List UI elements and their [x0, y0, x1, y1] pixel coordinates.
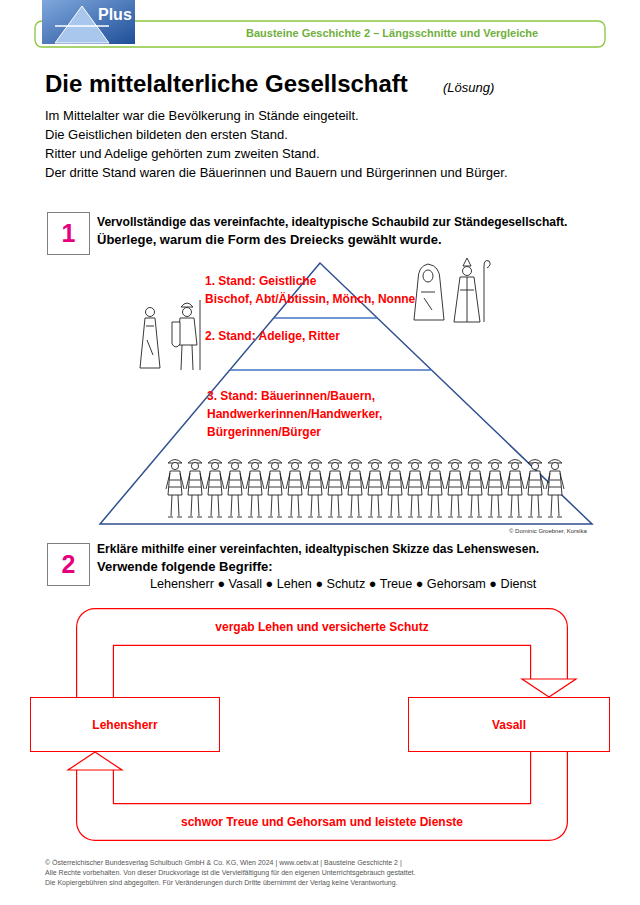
peasant-figure	[466, 460, 484, 518]
bishop-head	[463, 267, 472, 276]
peasant-figure	[346, 460, 364, 518]
task-number: 1	[62, 219, 76, 248]
header-text: Bausteine Geschichte 2 – Längsschnitte u…	[246, 27, 538, 40]
peasant-figure	[486, 460, 504, 518]
role-name: Vasall	[492, 718, 526, 732]
term-list: Lehensherr ● Vasall ● Lehen ● Schutz ● T…	[150, 576, 536, 592]
crozier	[484, 261, 490, 322]
knight-head	[183, 308, 192, 317]
arrow-outline	[95, 627, 549, 697]
footer-text: Alle Rechte vorbehalten. Von dieser Druc…	[45, 869, 415, 877]
nobility-figures	[140, 300, 200, 370]
arrow-outline	[95, 752, 549, 822]
bishop-figure	[454, 277, 480, 322]
role-box: Vasall	[408, 697, 610, 752]
task-text: Verwende folgende Begriffe:	[97, 559, 273, 575]
knight-shield	[172, 322, 180, 347]
estate-band: 1. Stand: GeistlicheBischof, Abt/Äbtissi…	[205, 272, 455, 312]
logo-text: Plus	[98, 5, 132, 24]
peasant-figure	[366, 460, 384, 518]
task-text: Vervollständige das vereinfachte, idealt…	[97, 214, 567, 230]
task-text: Überlege, warum die Form des Dreiecks ge…	[97, 232, 442, 248]
peasant-figure	[386, 460, 404, 518]
lady-head	[146, 308, 155, 317]
logo-stripe	[55, 25, 109, 27]
peasant-figure	[186, 460, 204, 518]
peasant-figure	[166, 460, 184, 518]
arrow-label: vergab Lehen und versicherte Schutz	[215, 620, 428, 634]
estate-band: 3. Stand: Bäuerinnen/Bauern, Handwerkeri…	[207, 387, 407, 447]
role-name: Lehensherr	[92, 718, 157, 732]
intro-text: Die Geistlichen bildeten den ersten Stan…	[45, 127, 288, 143]
intro-text: Ritter und Adelige gehörten zum zweiten …	[45, 146, 320, 162]
task-number: 2	[62, 550, 76, 579]
peasant-figure	[286, 460, 304, 518]
image-credit: © Dominic Groebner, Korsika	[509, 528, 587, 535]
arrow-body	[95, 752, 549, 822]
pyramid-divider	[230, 369, 432, 370]
block-arrow	[95, 627, 576, 697]
task-number-box: 1	[47, 212, 90, 255]
third-estate-crowd	[166, 460, 564, 518]
role-box: Lehensherr	[30, 697, 220, 752]
estate-text: 1. Stand: Geistliche	[205, 272, 455, 290]
block-arrow	[68, 752, 549, 822]
arrow-label: schwor Treue und Gehorsam und leistete D…	[181, 815, 463, 829]
monk-figure	[414, 264, 444, 320]
peasant-figure	[526, 460, 544, 518]
estate-text: 3. Stand: Bäuerinnen/Bauern, Handwerkeri…	[207, 387, 407, 441]
knight-legs-lance	[181, 300, 200, 370]
lady-figure	[140, 318, 160, 368]
monk-face	[423, 270, 433, 282]
peasant-figure	[306, 460, 324, 518]
knight-helmet	[181, 303, 193, 307]
lady-detail	[146, 326, 154, 355]
intro-text: Der dritte Stand waren die Bäuerinnen un…	[45, 165, 508, 181]
page-title: Die mittelalterliche Gesellschaft	[45, 70, 408, 98]
task-text: Erkläre mithilfe einer vereinfachten, id…	[97, 541, 539, 557]
estate-text: Bischof, Abt/Äbtissin, Mönch, Nonne	[205, 290, 455, 308]
peasant-figure	[426, 460, 444, 518]
peasant-figure	[446, 460, 464, 518]
solution-note: (Lösung)	[443, 80, 494, 96]
peasant-figure	[206, 460, 224, 518]
peasant-figure	[546, 460, 564, 518]
peasant-figure	[226, 460, 244, 518]
logo-box	[42, 0, 135, 44]
pyramid-divider	[274, 317, 377, 318]
peasant-figure	[266, 460, 284, 518]
footer-text: © Österreichischer Bundesverlag Schulbuc…	[45, 859, 402, 867]
estate-text: 2. Stand: Adelige, Ritter	[205, 327, 405, 345]
task-number-box: 2	[47, 543, 90, 586]
peasant-figure	[406, 460, 424, 518]
intro-text: Im Mittelalter war die Bevölkerung in St…	[45, 108, 359, 124]
peasant-figure	[246, 460, 264, 518]
peasant-figure	[506, 460, 524, 518]
arrow-body	[95, 627, 549, 697]
footer-text: Die Kopiergebühren sind abgegolten. Für …	[45, 879, 398, 887]
estate-band: 2. Stand: Adelige, Ritter	[205, 327, 405, 349]
bishop-detail	[460, 277, 474, 322]
peasant-figure	[326, 460, 344, 518]
arrow-head	[522, 679, 576, 697]
clergy-figures	[414, 258, 490, 322]
pyramid-outline	[100, 263, 592, 524]
arrow-head	[68, 752, 122, 770]
mitre	[463, 258, 471, 266]
monk-detail	[421, 292, 435, 310]
